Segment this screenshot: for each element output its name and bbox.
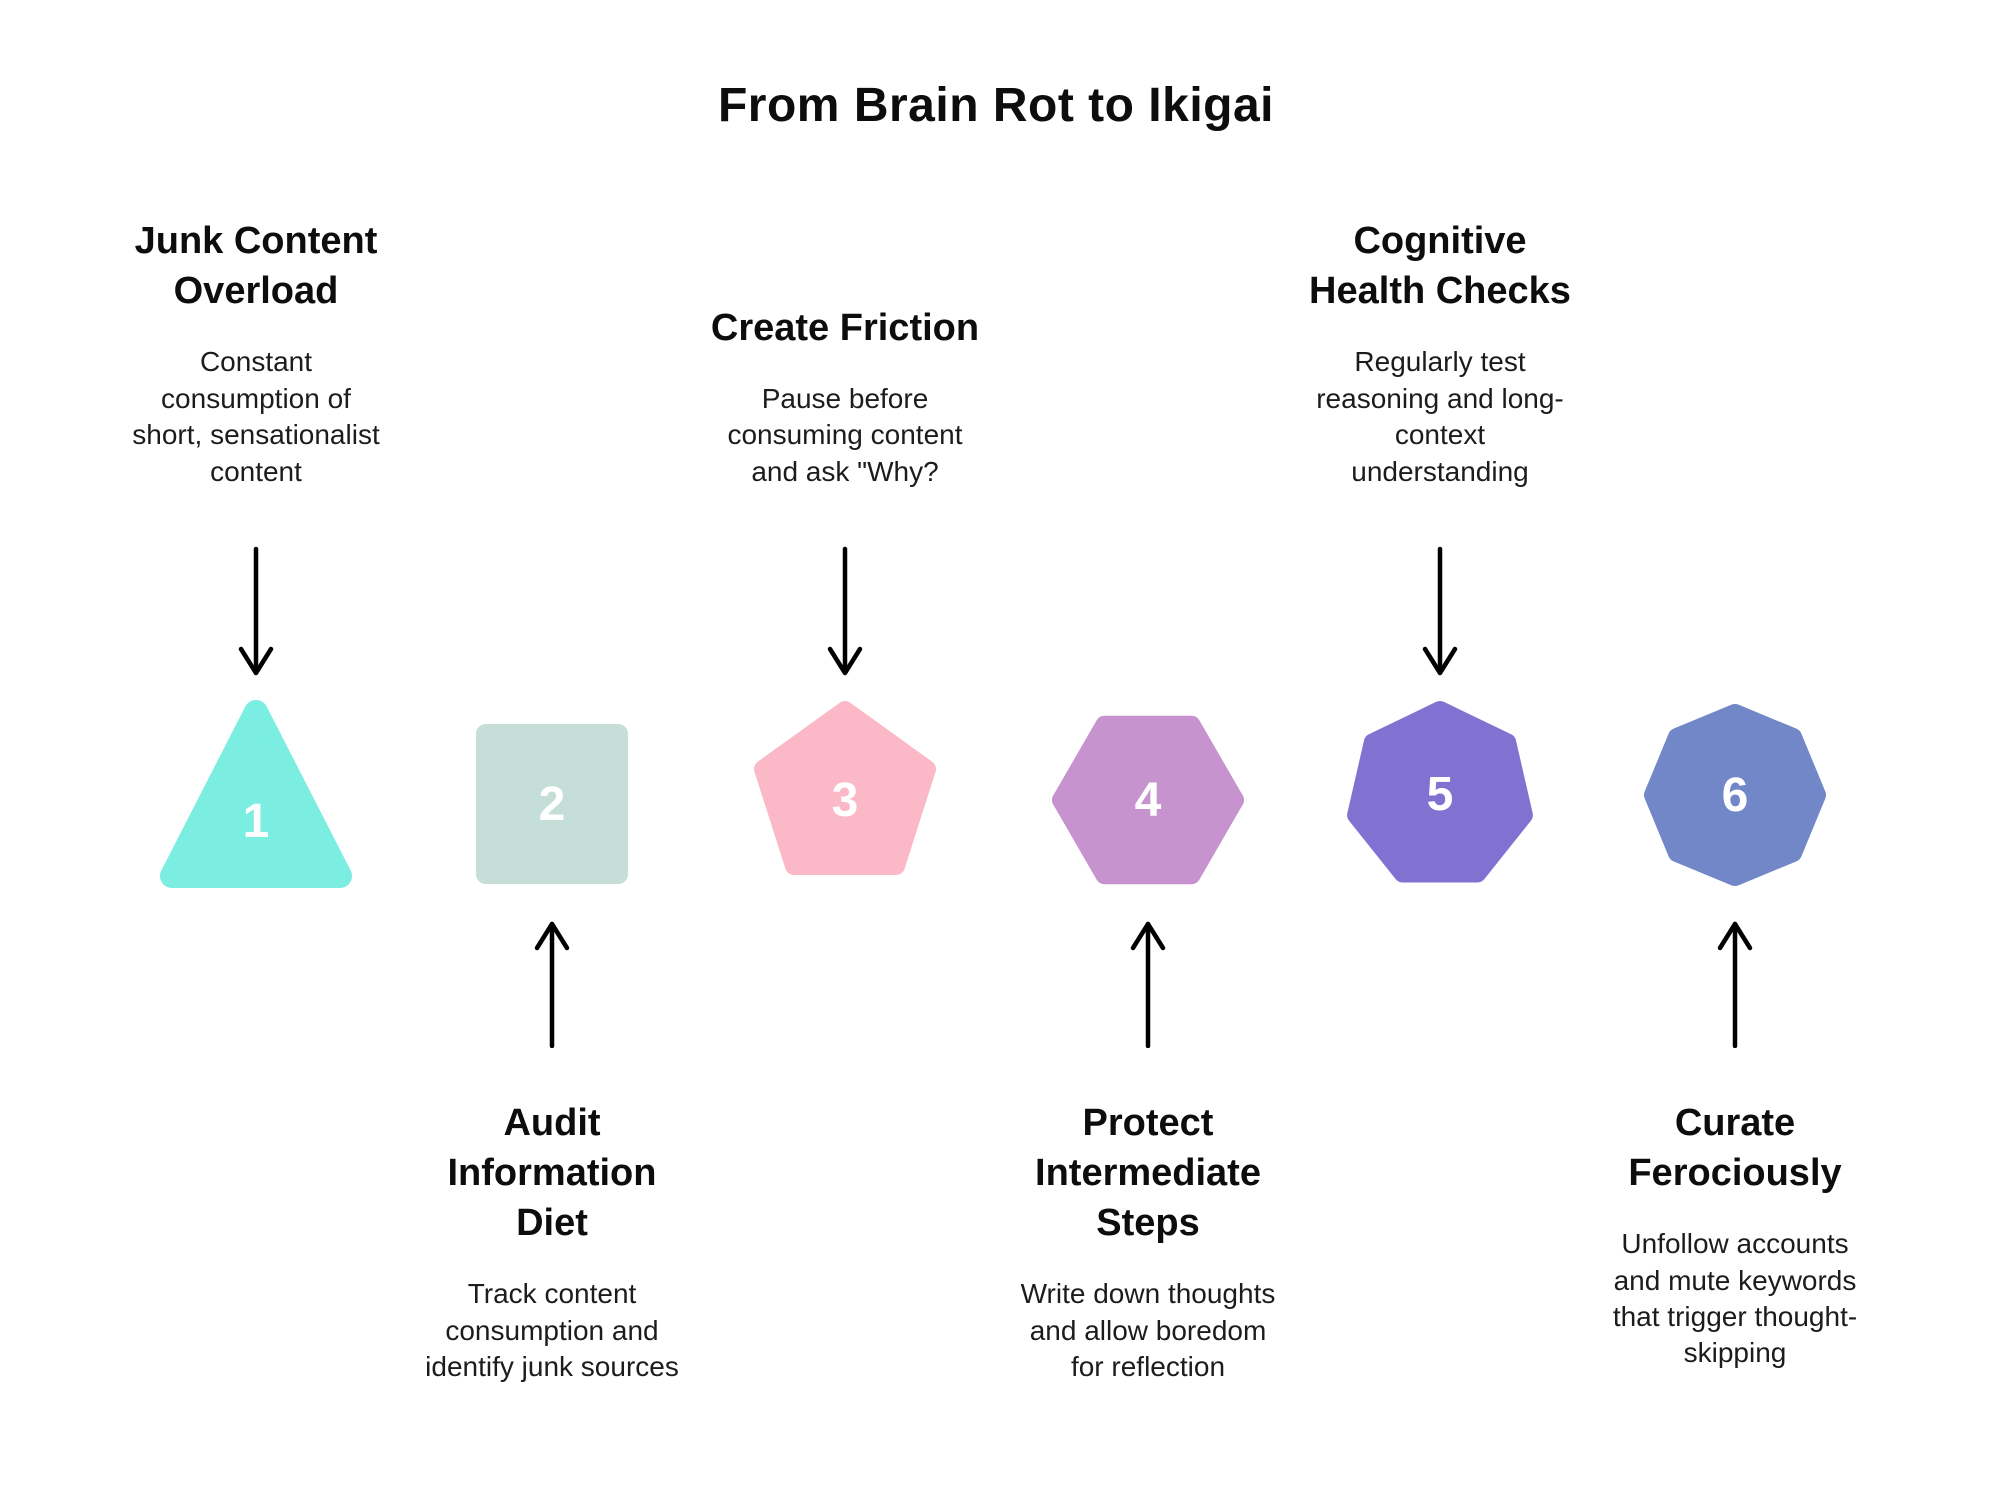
step-2-heading: Audit Information Diet	[447, 1102, 657, 1245]
step-2-description: Track content consumption and identify j…	[425, 1278, 679, 1383]
arrow-up-icon	[1130, 921, 1166, 1048]
step-3-description: Pause before consuming content and ask "…	[727, 382, 963, 487]
step-number: 4	[1134, 773, 1162, 827]
step-4-text-block: Protect Intermediate Steps Write down th…	[968, 1098, 1328, 1386]
step-number: 3	[831, 773, 859, 827]
step-5-description: Regularly test reasoning and long- conte…	[1316, 346, 1564, 487]
heptagon-icon	[1347, 701, 1533, 883]
octagon-icon	[1644, 704, 1826, 886]
step-number: 1	[242, 794, 270, 848]
step-1-description: Constant consumption of short, sensation…	[132, 346, 380, 487]
step-2-text-block: Audit Information Diet Track content con…	[372, 1098, 732, 1386]
arrow-down-icon	[238, 546, 274, 676]
step-3-text-block: Create Friction Pause before consuming c…	[665, 160, 1025, 490]
step-6-heading: Curate Ferociously	[1628, 1102, 1842, 1195]
step-1-text-block: Junk Content Overload Constant consumpti…	[76, 160, 436, 490]
step-5-text-block: Cognitive Health Checks Regularly test r…	[1260, 160, 1620, 490]
arrow-up-icon	[534, 921, 570, 1048]
arrow-up-icon	[1717, 921, 1753, 1048]
step-number: 2	[538, 777, 566, 831]
step-4-heading: Protect Intermediate Steps	[1035, 1102, 1261, 1245]
pentagon-icon	[754, 701, 936, 875]
step-1-heading: Junk Content Overload	[134, 220, 378, 313]
step-6-octagon-shape: 6	[1643, 703, 1827, 887]
arrow-down-icon	[827, 546, 863, 676]
triangle-icon	[160, 700, 352, 888]
step-3-heading: Create Friction	[710, 306, 980, 349]
step-4-hexagon-shape: 4	[1052, 711, 1244, 889]
step-5-heading: Cognitive Health Checks	[1309, 220, 1571, 313]
square-icon	[476, 724, 628, 884]
step-number: 5	[1426, 767, 1454, 821]
step-3-pentagon-shape: 3	[750, 696, 940, 892]
step-5-heptagon-shape: 5	[1345, 698, 1535, 890]
page-title: From Brain Rot to Ikigai	[717, 79, 1275, 132]
hexagon-icon	[1052, 715, 1244, 885]
step-6-description: Unfollow accounts and mute keywords that…	[1612, 1228, 1858, 1369]
step-2-square-shape: 2	[472, 720, 632, 888]
step-4-description: Write down thoughts and allow boredom fo…	[1020, 1278, 1276, 1383]
step-1-triangle-shape: 1	[156, 698, 356, 890]
step-number: 6	[1721, 768, 1749, 822]
step-6-text-block: Curate Ferociously Unfollow accounts and…	[1525, 1098, 1945, 1372]
arrow-down-icon	[1422, 546, 1458, 676]
